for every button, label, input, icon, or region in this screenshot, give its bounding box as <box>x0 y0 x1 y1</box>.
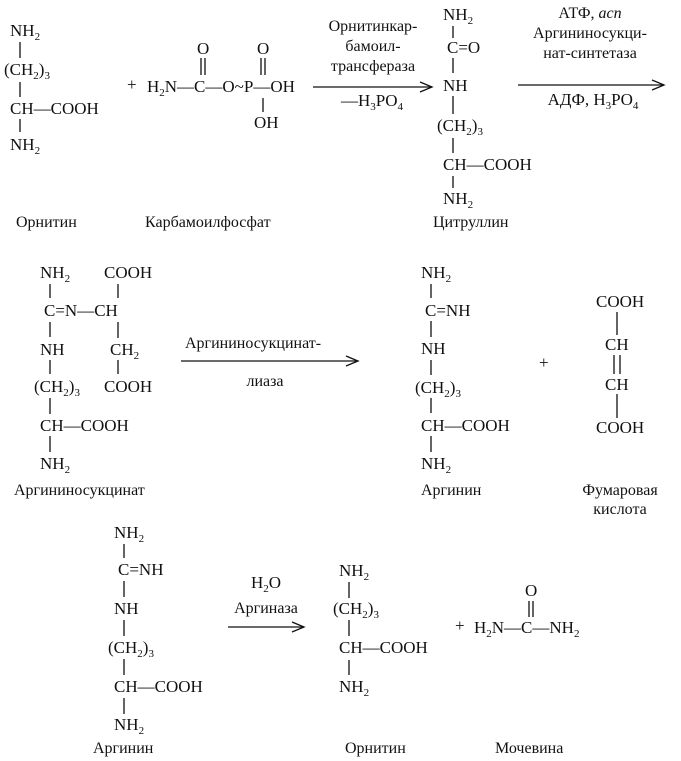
asa-ch2-chain: (CH2)3 <box>34 377 80 399</box>
enzyme-otc-line2: бамоил- <box>345 38 401 55</box>
asa-nh2-top: NH2 <box>40 263 71 285</box>
arginine-nh2-bottom: NH2 <box>421 454 452 476</box>
arginine3-nh2-top: NH2 <box>114 523 145 545</box>
enzyme-otc-line1: Орнитинкар- <box>328 18 418 35</box>
reagent-h2o: H2O <box>250 573 282 595</box>
arginine-ch-cooh: CH—COOH <box>421 416 510 435</box>
arrow-1-head <box>419 81 434 93</box>
arginine3-nh: NH <box>114 599 139 618</box>
byproduct-h3po4: —H3PO4 <box>340 91 404 113</box>
ornithine3-ch2-chain: (CH2)3 <box>333 599 379 621</box>
plus-sign: + <box>455 616 465 635</box>
step2-asp: асп <box>598 5 622 22</box>
argininosuccinate-name: Аргининосукцинат <box>14 482 145 499</box>
ornithine3-name: Орнитин <box>345 740 406 757</box>
ornithine3-nh2-bottom: NH2 <box>339 677 370 699</box>
citrulline-nh2-bottom: NH2 <box>443 189 474 211</box>
arrow-3-head <box>345 355 360 367</box>
citrulline-ch-cooh: CH—COOH <box>443 155 532 174</box>
arginine-nh2-top: NH2 <box>421 263 452 285</box>
fumarate-ch-bottom: CH <box>605 375 629 394</box>
urea-formula: H2N—C—NH2 <box>474 618 580 640</box>
step2-products: АДФ, H3PO4 <box>547 90 639 112</box>
carbonyl-oxygen: O <box>197 39 210 58</box>
ornithine-nh2-top: NH2 <box>10 21 41 43</box>
arginine3-c-eq-nh: C=NH <box>118 560 164 579</box>
arginine3-nh2-bottom: NH2 <box>114 715 145 737</box>
asa-cooh-side: COOH <box>104 377 153 396</box>
urea-name: Мочевина <box>495 740 564 757</box>
step2-enzyme-line1: Аргининосукци- <box>533 25 647 42</box>
asa-ch-cooh: CH—COOH <box>40 416 129 435</box>
asa-nh2-bottom: NH2 <box>40 454 71 476</box>
plus-sign: + <box>127 75 137 94</box>
asa-nh: NH <box>40 340 65 359</box>
fumaric-acid-name-line1: Фумаровая <box>582 482 658 499</box>
citrulline-nh: NH <box>443 76 468 95</box>
fumarate-cooh-bottom: COOH <box>596 418 645 437</box>
carbamoyl-phosphate-formula: H2N—C—O~P—OH <box>147 77 295 99</box>
ornithine-ch-cooh: CH—COOH <box>10 99 99 118</box>
arginine-c-eq-nh: C=NH <box>425 301 471 320</box>
asa-cooh-top: COOH <box>104 263 153 282</box>
arginine-ch2-chain: (CH2)3 <box>415 378 461 400</box>
ornithine-name: Орнитин <box>16 214 77 231</box>
citrulline-name: Цитруллин <box>433 214 509 231</box>
citrulline-ch2-chain: (CH2)3 <box>437 116 483 138</box>
urea-oxygen: O <box>525 581 538 600</box>
plus-sign: + <box>539 353 549 372</box>
ornithine-ch2-chain: (CH2)3 <box>4 60 50 82</box>
arginine3-ch-cooh: CH—COOH <box>114 677 203 696</box>
phosphoryl-oxygen: O <box>257 39 270 58</box>
enzyme-arginase: Аргиназа <box>234 600 298 617</box>
enzyme-asl-line1: Аргининосукцинат- <box>185 335 322 352</box>
arginine-nh: NH <box>421 339 446 358</box>
citrulline-c-eq-o: C=O <box>447 38 481 57</box>
asa-ch2: CH2 <box>110 340 140 362</box>
enzyme-asl-line2: лиаза <box>246 373 284 390</box>
phosphate-oh: OH <box>254 113 279 132</box>
arrow-4-head <box>291 621 306 633</box>
ornithine3-nh2-top: NH2 <box>339 561 370 583</box>
arginine3-ch2-chain: (CH2)3 <box>108 638 154 660</box>
ornithine-nh2-bottom: NH2 <box>10 135 41 157</box>
ornithine3-ch-cooh: CH—COOH <box>339 638 428 657</box>
arginine3-name: Аргинин <box>93 740 154 757</box>
citrulline-nh2-top: NH2 <box>443 5 474 27</box>
fumarate-cooh-top: COOH <box>596 292 645 311</box>
asa-c-eq-n-ch: C=N—CH <box>44 301 118 320</box>
fumarate-ch-top: CH <box>605 335 629 354</box>
carbamoyl-phosphate-name: Карбамоилфосфат <box>145 214 271 231</box>
step2-cofactors: АТФ, асп <box>558 5 621 23</box>
fumaric-acid-name-line2: кислота <box>593 501 647 518</box>
step2-atp: АТФ, <box>558 5 595 22</box>
step2-enzyme-line2: нат-синтетаза <box>543 45 637 62</box>
arginine-name: Аргинин <box>421 482 482 499</box>
enzyme-otc-line3: трансфераза <box>330 58 416 75</box>
arrow-2-head <box>651 79 666 91</box>
